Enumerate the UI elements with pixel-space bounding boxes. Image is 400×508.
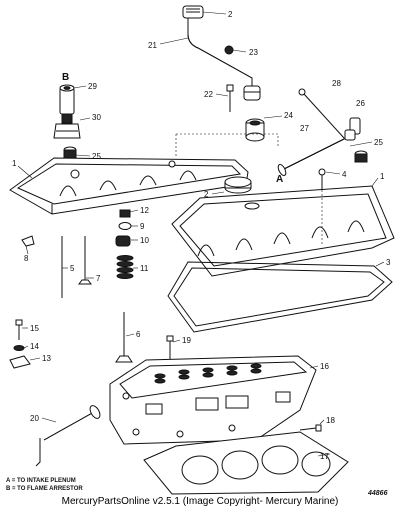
legend-b-note: B = TO FLAME ARRESTOR (6, 486, 83, 492)
valve-cover-left (9, 157, 249, 215)
callout-9: 9 (140, 222, 145, 231)
callout-29: 29 (88, 82, 97, 91)
callout-17: 17 (320, 452, 329, 461)
hose-27 (277, 135, 351, 177)
callout-6: 6 (136, 330, 141, 339)
bracket-13 (9, 355, 31, 369)
grommet-24 (245, 118, 265, 142)
callout-10: 10 (140, 236, 149, 245)
figure-number: 44866 (368, 490, 388, 497)
head-springs (154, 363, 262, 384)
cylinder-head (109, 355, 317, 445)
rod-28 (298, 88, 345, 139)
valve-cover-right (171, 185, 395, 277)
callout-8: 8 (24, 254, 29, 263)
valve-7 (78, 236, 92, 285)
valve-6 (115, 312, 133, 363)
callout-27: 27 (300, 124, 309, 133)
callout-12: 12 (140, 206, 149, 215)
washer-14 (13, 345, 25, 351)
stud-4 (318, 168, 326, 190)
bolt-15 (15, 319, 23, 340)
callout-2-cap: 2 (228, 10, 233, 19)
grommet-25-left (63, 146, 77, 159)
callout-11: 11 (140, 264, 149, 273)
oil-filler-cap (224, 176, 252, 194)
crankcase-vent-tube (187, 18, 261, 101)
rocker-arm-10 (115, 235, 131, 247)
nut-23 (224, 45, 234, 55)
callout-16: 16 (320, 362, 329, 371)
callout-13: 13 (42, 354, 51, 363)
callout-a: A (276, 174, 283, 185)
callout-25-left: 25 (92, 152, 101, 161)
guide-plate-8 (21, 235, 35, 247)
callout-22: 22 (204, 90, 213, 99)
tube-20 (35, 405, 101, 467)
bolt-18 (299, 424, 322, 432)
callout-20: 20 (30, 414, 39, 423)
copyright-footer: MercuryPartsOnline v2.5.1 (Image Copyrig… (61, 496, 339, 507)
callout-2-filler: 2 (204, 190, 209, 199)
legend-a-note: A = TO INTAKE PLENUM (6, 478, 76, 484)
callout-21: 21 (148, 41, 157, 50)
callout-7: 7 (96, 274, 101, 283)
callout-23: 23 (249, 48, 258, 57)
ball-9 (118, 222, 132, 230)
callout-b: B (62, 72, 69, 83)
head-gasket (143, 431, 349, 495)
callout-30: 30 (92, 113, 101, 122)
callout-28: 28 (332, 79, 341, 88)
callout-5: 5 (70, 264, 75, 273)
breather-cap-top (182, 5, 204, 19)
callout-3: 3 (386, 258, 391, 267)
callout-4: 4 (342, 170, 347, 179)
callout-18: 18 (326, 416, 335, 425)
valve-30 (53, 113, 81, 139)
callout-1-left: 1 (12, 159, 17, 168)
elbow-26 (344, 117, 361, 141)
valve-spring-11 (116, 255, 134, 279)
valve-cover-gasket (167, 261, 393, 333)
callout-19: 19 (182, 336, 191, 345)
callout-1-right: 1 (380, 172, 385, 181)
hose-29 (59, 84, 75, 115)
nut-12 (119, 209, 131, 218)
callout-15: 15 (30, 324, 39, 333)
leader-lines (17, 11, 385, 457)
bolt-19 (166, 335, 174, 360)
grommet-25-right (354, 150, 368, 163)
callout-24: 24 (284, 111, 293, 120)
callout-25-right: 25 (374, 138, 383, 147)
callout-26: 26 (356, 99, 365, 108)
callout-labels: 2 21 23 B 29 28 22 24 26 30 27 25 25 1 A… (12, 10, 391, 461)
callout-14: 14 (30, 342, 39, 351)
bolt-22 (226, 84, 234, 112)
